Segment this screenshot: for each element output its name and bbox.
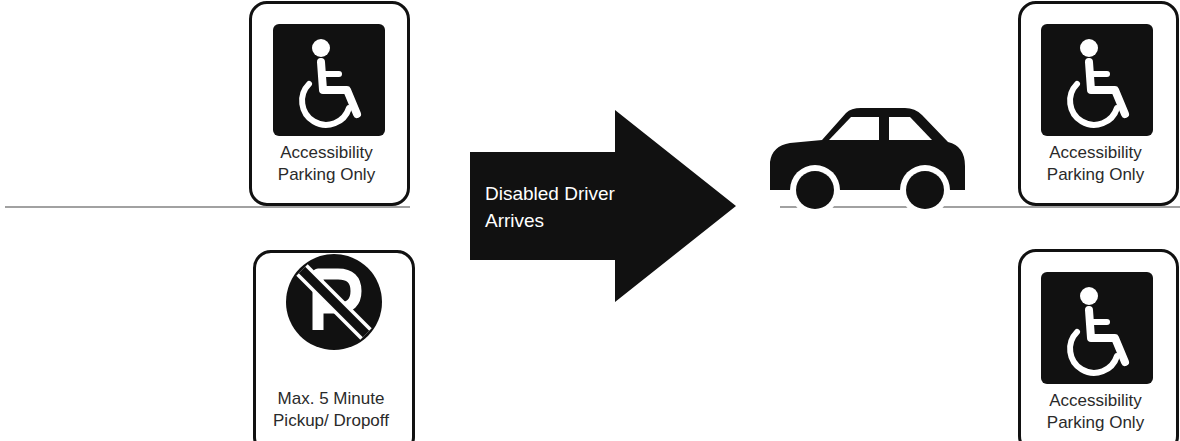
no-parking-symbol	[286, 254, 382, 350]
curb-line	[780, 206, 1180, 207]
block-arrow: Disabled Driver Arrives	[470, 110, 736, 302]
sign-label: Accessibility Parking Only	[263, 142, 390, 186]
sign-label: Max. 5 Minute Pickup/ Dropoff	[267, 388, 395, 432]
arrow-fill	[470, 110, 736, 302]
sign-label: Accessibility Parking Only	[1032, 142, 1159, 186]
sign-label: Accessibility Parking Only	[1032, 390, 1159, 434]
wheelchair-symbol	[1041, 24, 1153, 136]
car-illustration	[770, 108, 965, 215]
curb-line	[5, 206, 410, 207]
wheelchair-symbol	[1041, 272, 1153, 384]
block-arrow-shape	[470, 110, 736, 302]
arrow-label: Disabled Driver Arrives	[485, 180, 635, 234]
wheelchair-symbol	[273, 24, 385, 136]
